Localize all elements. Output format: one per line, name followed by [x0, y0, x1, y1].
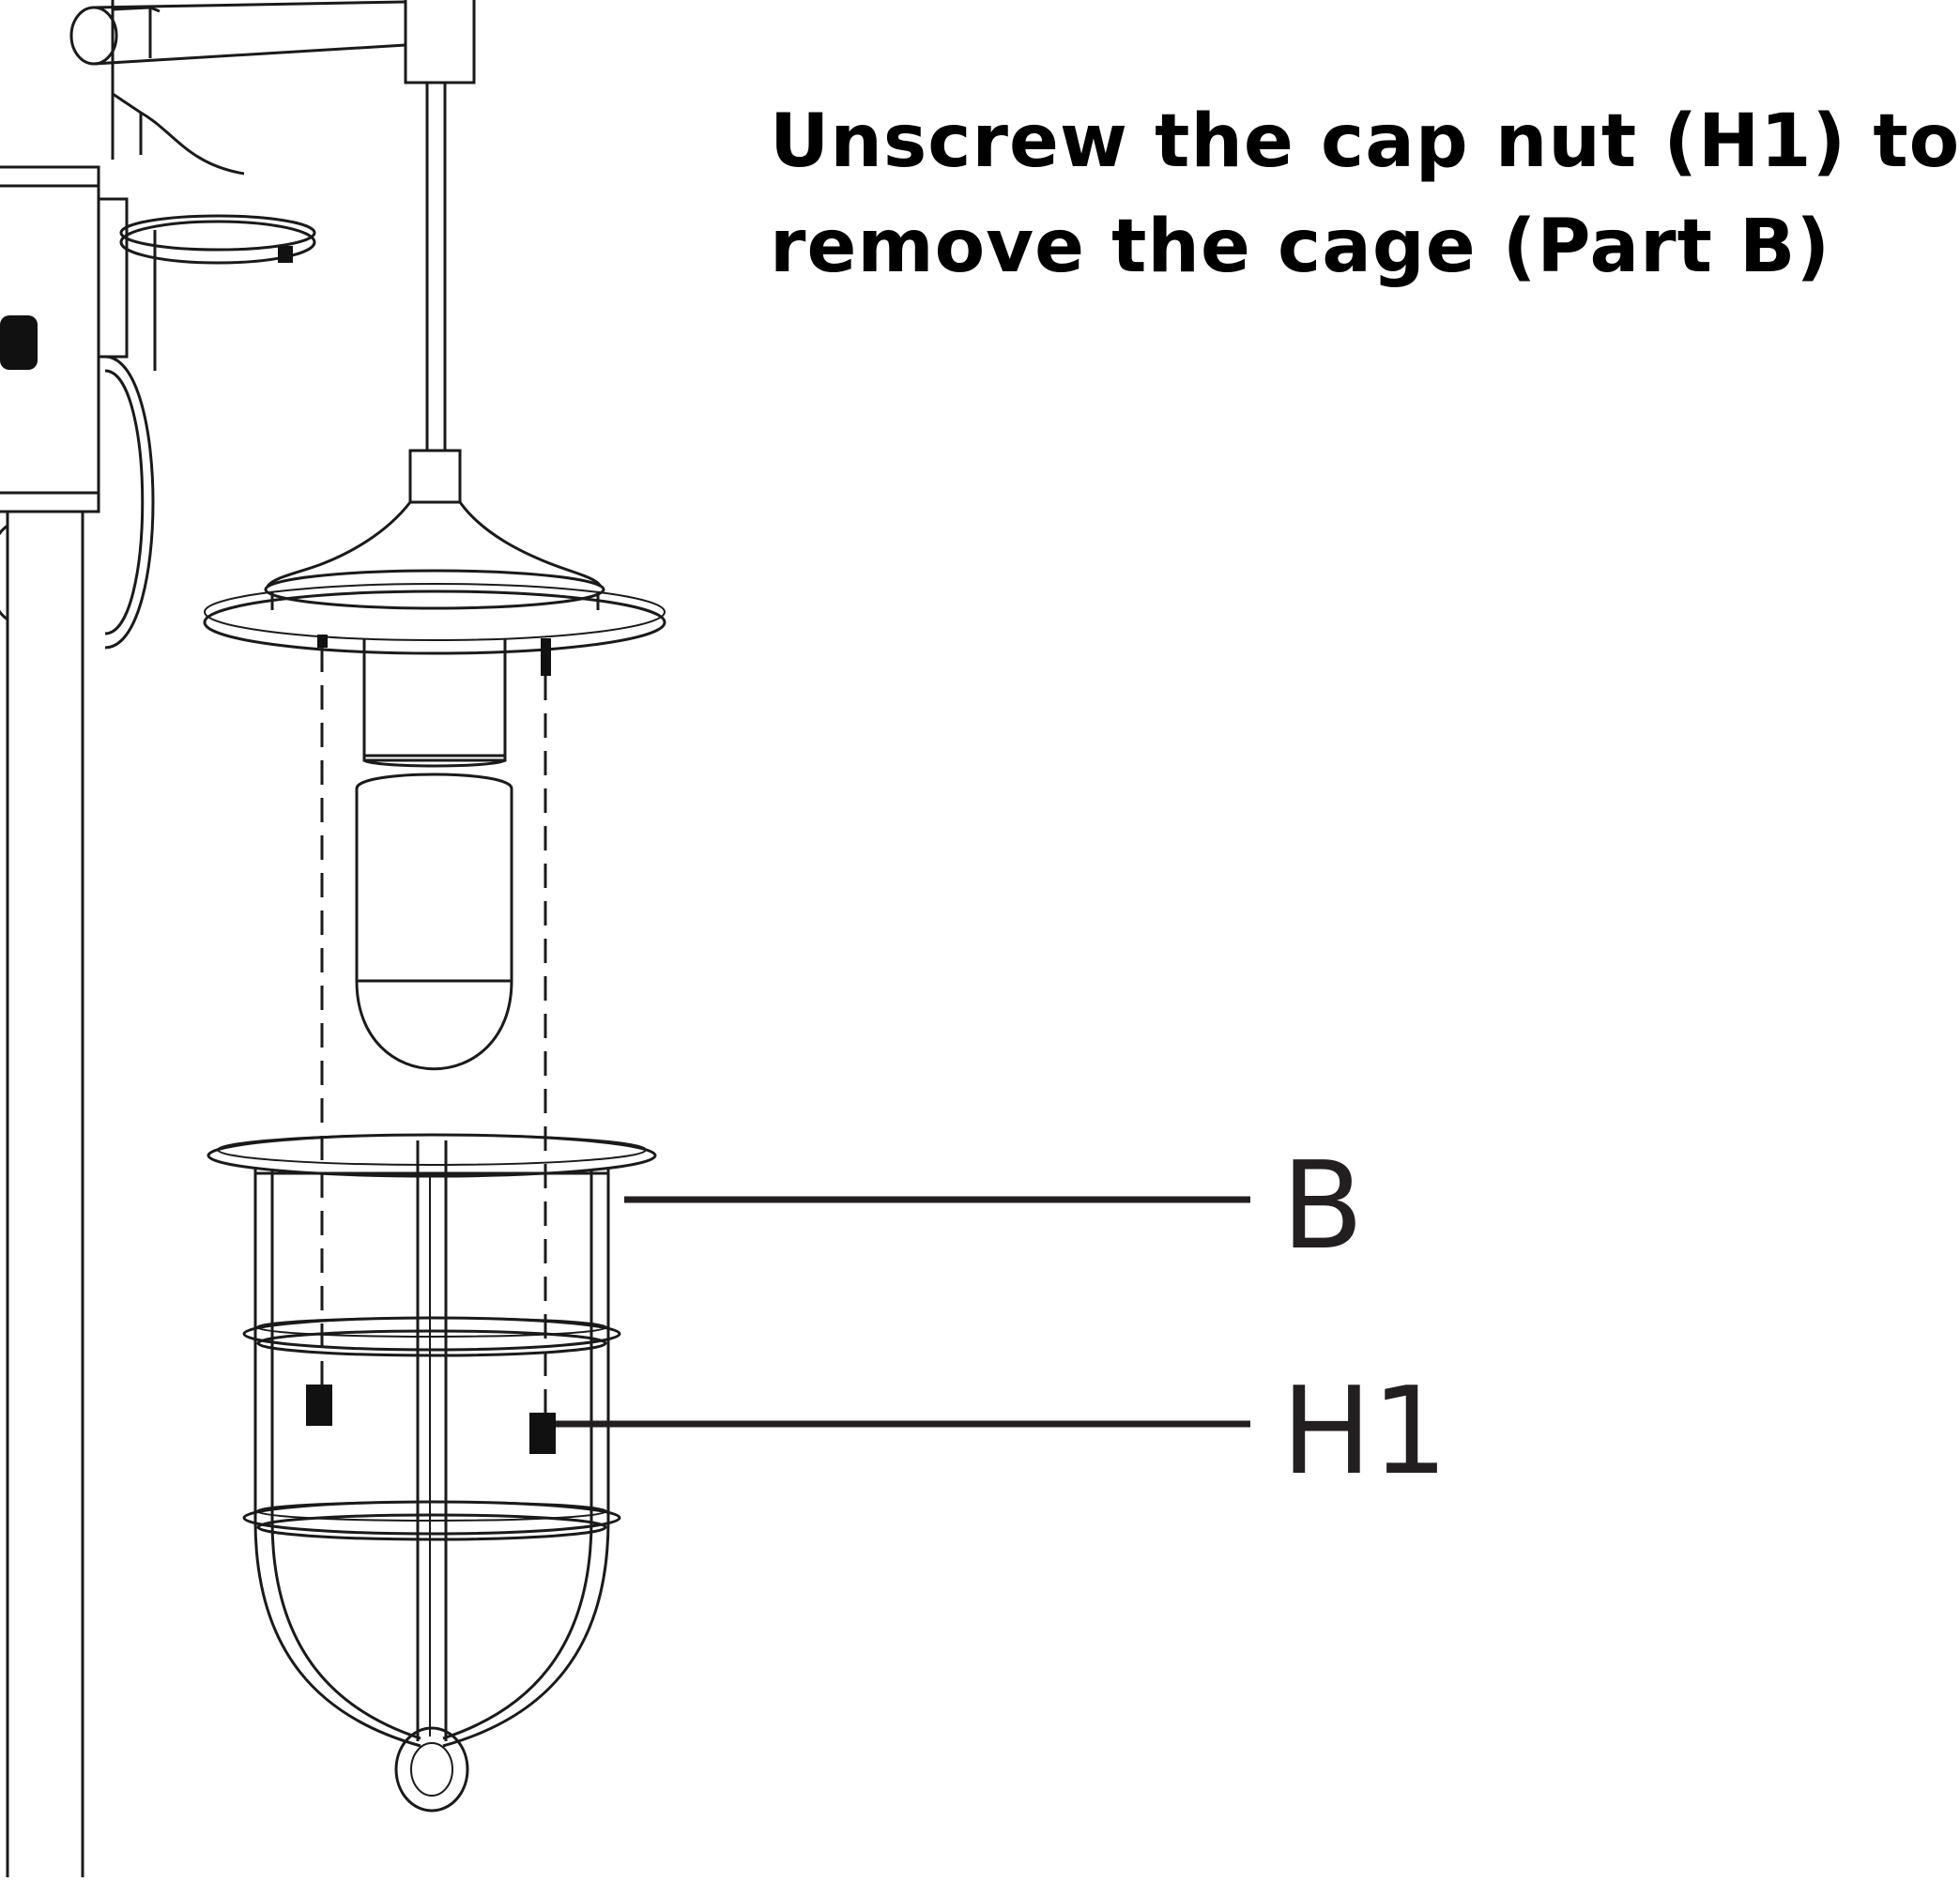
wall-bracket	[69, 0, 476, 84]
callout-label-h1: H1	[1281, 1362, 1448, 1502]
lamp-post	[0, 0, 316, 1877]
instruction-text: Unscrew the cap nut (H1) to remove the c…	[770, 89, 1960, 299]
lamp-illustration	[0, 0, 1250, 1877]
cap-nuts-h1	[306, 1385, 556, 1454]
cap-nut-right	[529, 1413, 556, 1454]
cage-part-b	[207, 1133, 657, 1813]
cap-nut-left	[306, 1385, 332, 1426]
callout-label-b: B	[1281, 1137, 1364, 1277]
alignment-guides	[320, 648, 547, 1413]
instruction-line-2: remove the cage (Part B)	[770, 205, 1831, 289]
lamp-shade	[203, 501, 666, 676]
instruction-line-1: Unscrew the cap nut (H1) to	[770, 99, 1960, 184]
pendant-rod	[408, 83, 462, 504]
light-bulb	[355, 638, 513, 1071]
